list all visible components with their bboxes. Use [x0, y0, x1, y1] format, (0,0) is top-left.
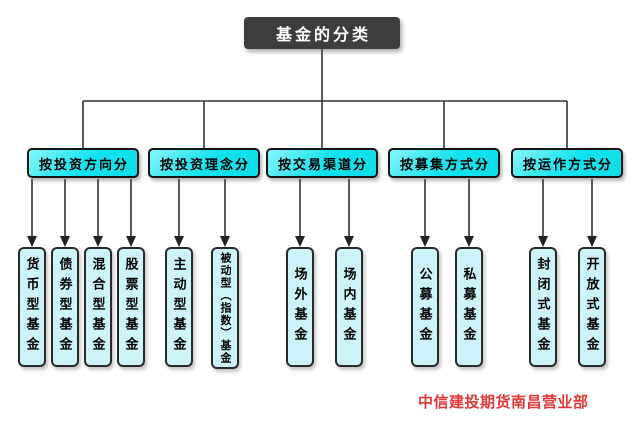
leaf-otc-fund: 场外基金: [286, 247, 314, 367]
arrowheads: [27, 236, 597, 247]
category-by-investment-direction: 按投资方向分: [27, 148, 139, 178]
watermark-text: 中信建投期货南昌营业部: [418, 394, 589, 411]
category-by-investment-philosophy: 按投资理念分: [148, 148, 260, 178]
category-by-fundraising-method: 按募集方式分: [388, 148, 500, 178]
leaf-passive-index-fund: 被动型（指数）基金: [211, 247, 239, 369]
root-node: 基金的分类: [244, 17, 400, 49]
leaf-public-fund: 公募基金: [411, 247, 439, 367]
leaf-private-fund: 私募基金: [455, 247, 483, 367]
leaf-open-end-fund: 开放式基金: [578, 247, 606, 367]
leaf-active-fund: 主动型基金: [165, 247, 193, 367]
category-by-trading-channel: 按交易渠道分: [266, 148, 378, 178]
leaf-money-fund: 货币型基金: [18, 247, 46, 367]
leaf-hybrid-fund: 混合型基金: [84, 247, 112, 367]
leaf-stock-fund: 股票型基金: [117, 247, 145, 367]
leaf-exchange-fund: 场内基金: [335, 247, 363, 367]
leaf-closed-end-fund: 封闭式基金: [529, 247, 557, 367]
category-by-operation-mode: 按运作方式分: [511, 148, 623, 178]
leaf-bond-fund: 债券型基金: [51, 247, 79, 367]
